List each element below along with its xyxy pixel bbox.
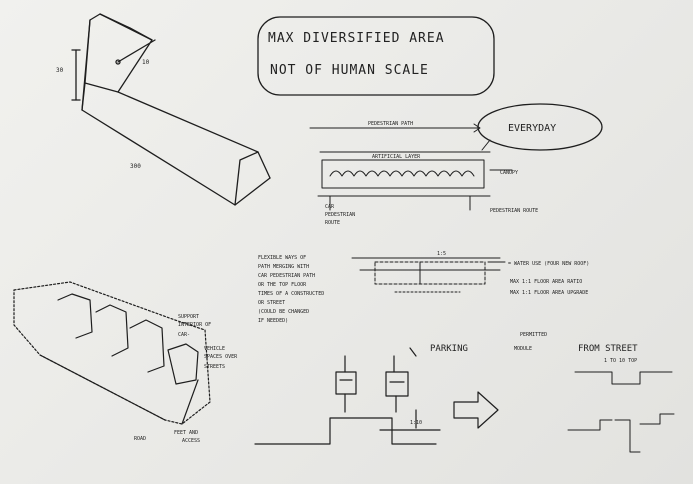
- left-bottom-3: ACCESS: [182, 438, 200, 444]
- right-section-sketch: [567, 371, 675, 453]
- para-line-7: (COULD BE CHANGED: [258, 309, 309, 315]
- section-diagram: [309, 123, 513, 211]
- right-small: 1 TO 10 TOP: [604, 358, 637, 364]
- block-dim-left: 30: [56, 67, 64, 74]
- para-line-2: PATH MERGING WITH: [258, 264, 309, 270]
- para-line-3: CAR PEDESTRIAN PATH: [258, 273, 315, 279]
- left-bottom-2: FEET AND: [174, 430, 198, 436]
- left-notes-3: CAR-: [178, 332, 190, 338]
- left-notes-2: INTERIOR OF: [178, 322, 211, 328]
- everyday-label: EVERYDAY: [508, 123, 556, 134]
- detail-section: [351, 257, 506, 293]
- small-dim: 1:10: [410, 420, 422, 426]
- street-sketch: [13, 281, 211, 425]
- section-right-label: CANOPY: [500, 170, 518, 176]
- from-street: FROM STREET: [578, 344, 638, 354]
- parking-diagram: [254, 347, 441, 445]
- section-bottom-left-2: PEDESTRIAN: [325, 212, 355, 218]
- parking-label: PARKING: [430, 344, 468, 354]
- parking-sub-1: PERMITTED: [520, 332, 547, 338]
- left-notes-1: SUPPORT: [178, 314, 199, 320]
- left-notes-4: VEHICLE: [204, 346, 225, 352]
- block-sketch: [71, 13, 271, 206]
- mid-right-3: MAX 1:1 FLOOR AREA UPGRADE: [510, 290, 588, 296]
- para-line-1: FLEXIBLE WAYS OF: [258, 255, 306, 261]
- left-bottom-1: ROAD: [134, 436, 146, 442]
- mid-right-1: = WATER USE (FOUR NEW ROOF): [508, 261, 589, 267]
- section-mid-label: ARTIFICIAL LAYER: [372, 154, 421, 160]
- para-line-5: TIMES OF A CONSTRUCTED: [258, 291, 324, 297]
- left-notes-5: SPACES OVER: [204, 354, 238, 360]
- para-line-6: OR STREET: [258, 300, 285, 306]
- title-line-2: NOT OF HUMAN SCALE: [270, 63, 429, 78]
- block-dim-top: 10: [142, 59, 150, 66]
- para-line-8: IF NEEDED): [258, 318, 288, 324]
- section-bottom-left-3: ROUTE: [325, 220, 340, 226]
- title-line-1: MAX DIVERSIFIED AREA: [268, 31, 445, 46]
- left-notes-6: STREETS: [204, 364, 225, 370]
- title-box: [257, 16, 495, 96]
- para-line-4: OR THE TOP FLOOR: [258, 282, 307, 288]
- section-bottom-right: PEDESTRIAN ROUTE: [490, 208, 538, 214]
- mid-right-2: MAX 1:1 FLOOR AREA RATIO: [510, 279, 582, 285]
- section-top-label: PEDESTRIAN PATH: [368, 121, 413, 127]
- parking-sub-2: MODULE: [514, 346, 532, 352]
- section-bottom-left-1: CAR: [325, 204, 335, 210]
- arrow-icon: [453, 391, 499, 429]
- mid-detail-label: 1:5: [437, 251, 446, 257]
- block-dim-bottom: 300: [130, 163, 141, 170]
